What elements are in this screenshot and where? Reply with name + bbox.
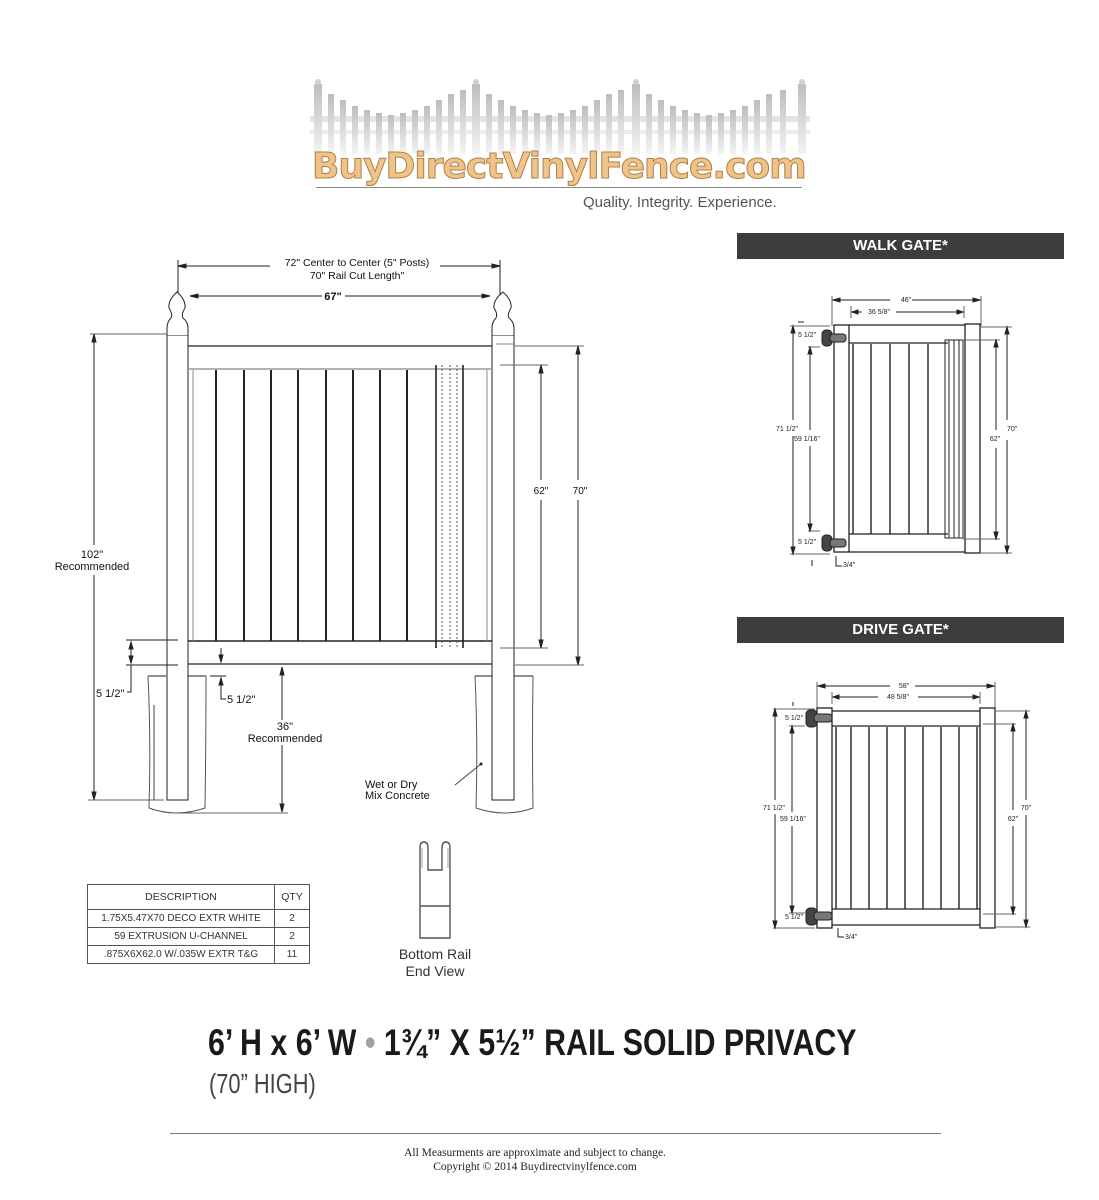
end-view-label-line1: Bottom Rail [398, 946, 472, 962]
walk-gate-infill-height: 62" [990, 436, 1001, 443]
dim-bury-depth: 36" [277, 721, 293, 733]
part-description: 1.75X5.47X70 DECO EXTR WHITE [87, 909, 275, 928]
product-subtitle: (70” HIGH) [209, 1068, 316, 1099]
drive-gate-bottom-hinge-offset: 5 1/2" [785, 914, 804, 921]
bullet-separator-icon: • [364, 1022, 376, 1063]
concrete-label-line1: Wet or Dry [365, 779, 418, 791]
dim-infill-height: 62" [534, 486, 549, 497]
end-view-label: Bottom Rail End View [385, 946, 485, 980]
dim-panel-height: 70" [573, 486, 588, 497]
dim-bottom-rail-gap: 5 1/2" [227, 694, 255, 706]
footer: All Measurments are approximate and subj… [300, 1146, 770, 1174]
column-header-description: DESCRIPTION [87, 884, 275, 910]
drive-gate-drawing [772, 682, 1030, 938]
logo-brand-name: BuyDirectVinylFence.com [312, 146, 808, 188]
table-row: 59 EXTRUSION U-CHANNEL 2 [87, 927, 310, 946]
drive-gate-ground-gap: 3/4" [845, 934, 858, 941]
product-title: 6’ H x 6’ W • 1¾” X 5½” RAIL SOLID PRIVA… [208, 1022, 857, 1064]
drive-gate-overall-height: 71 1/2" [763, 805, 785, 812]
dim-post-height: 102" [81, 549, 103, 561]
part-qty: 2 [274, 909, 310, 928]
drive-gate-infill-height: 62" [1008, 816, 1019, 823]
logo-tagline: Quality. Integrity. Experience. [583, 194, 777, 211]
part-description: .875X6X62.0 W/.035W EXTR T&G [87, 945, 275, 964]
walk-gate-overall-height: 71 1/2" [776, 426, 798, 433]
drive-gate-panel-height: 70" [1021, 805, 1032, 812]
end-view-label-line2: End View [405, 963, 465, 979]
drive-gate-overall-width: 58" [899, 683, 910, 690]
dim-center-to-center: 72" Center to Center (5" Posts) [285, 257, 430, 269]
product-title-style: 1¾” X 5½” RAIL SOLID PRIVACY [383, 1022, 857, 1063]
drive-gate-top-hinge-offset: 5 1/2" [785, 715, 804, 722]
dim-ground-gap: 5 1/2" [96, 688, 124, 700]
dim-post-height-note: Recommended [55, 561, 130, 573]
bottom-rail-end-view-icon [419, 841, 451, 939]
walk-gate-drawing [790, 296, 1012, 567]
walk-gate-header: WALK GATE* [737, 233, 1064, 259]
footer-copyright: Copyright © 2014 Buydirectvinylfence.com [433, 1161, 637, 1173]
part-qty: 2 [274, 927, 310, 946]
footer-divider [170, 1133, 941, 1134]
drive-gate-inner-width: 48 5/8" [887, 694, 909, 701]
walk-gate-overall-width: 46" [901, 297, 912, 304]
part-qty: 11 [274, 945, 310, 964]
product-title-size: 6’ H x 6’ W [208, 1022, 357, 1063]
drive-gate-header: DRIVE GATE* [737, 617, 1064, 643]
table-row: 1.75X5.47X70 DECO EXTR WHITE 2 [87, 909, 310, 928]
concrete-label-line2: Mix Concrete [365, 790, 430, 802]
walk-gate-top-hinge-offset: 5 1/2" [798, 332, 817, 339]
table-row: .875X6X62.0 W/.035W EXTR T&G 11 [87, 945, 310, 964]
parts-table: DESCRIPTION QTY 1.75X5.47X70 DECO EXTR W… [87, 884, 310, 964]
logo-fence-graphic [310, 78, 810, 218]
footer-disclaimer: All Measurments are approximate and subj… [404, 1147, 666, 1159]
walk-gate-ground-gap: 3/4" [843, 562, 856, 569]
walk-gate-inner-width: 36 5/8" [868, 309, 890, 316]
walk-gate-hinge-span: 59 1/16" [794, 436, 820, 443]
logo-underline [316, 187, 802, 188]
column-header-qty: QTY [274, 884, 310, 910]
dim-rail-cut-length: 70" Rail Cut Length" [310, 270, 405, 282]
main-panel-drawing: 72" Center to Center (5" Posts) 70" Rail… [55, 257, 1032, 941]
parts-table-header-row: DESCRIPTION QTY [87, 884, 310, 910]
walk-gate-bottom-hinge-offset: 5 1/2" [798, 539, 817, 546]
drive-gate-hinge-span: 59 1/16" [780, 816, 806, 823]
dim-bury-depth-note: Recommended [248, 733, 323, 745]
walk-gate-panel-height: 70" [1007, 426, 1018, 433]
dim-inner-width: 67" [324, 291, 341, 303]
part-description: 59 EXTRUSION U-CHANNEL [87, 927, 275, 946]
